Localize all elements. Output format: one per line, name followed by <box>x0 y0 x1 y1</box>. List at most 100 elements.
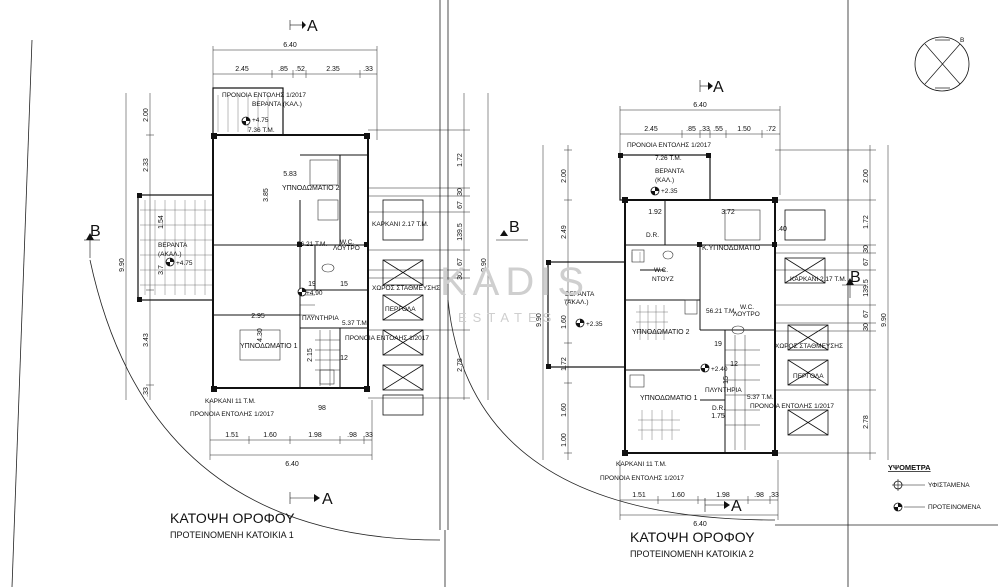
p1-right-total: 9.90 <box>481 258 488 272</box>
p1-bottom-dim: 1.51 <box>225 432 239 439</box>
veranda-hatch-2 <box>631 252 680 440</box>
p2-top-dim: 1.50 <box>737 126 751 133</box>
p2-bottom-dim: .98 <box>754 492 764 499</box>
p2-top-dim: .55 <box>713 126 723 133</box>
p1-bottom-dim: .98 <box>347 432 357 439</box>
p2-bottom-dim: 1.98 <box>716 492 730 499</box>
p2-veranda-top: ΒΕΡΑΝΤΑ <box>655 168 685 175</box>
p2-bottom-dim: 1.51 <box>632 492 646 499</box>
p2-veranda-top-sub: (ΚΑΛ.) <box>655 177 674 184</box>
p2-dr-2: D.R. <box>712 405 725 412</box>
p2-top-total: 6.40 <box>693 102 707 109</box>
p2-provision-mid: ΠΡΟΝΟΙΑ ΕΝΤΟΛΗΣ 1/2017 <box>750 403 834 410</box>
compass: B <box>914 36 970 92</box>
p1-top-dim: .33 <box>363 66 373 73</box>
p2-karkani-right: ΚΑΡΚΑΝΙ 2.17 Τ.Μ. <box>790 276 847 283</box>
p2-laundry: ΠΛΥΝΤΗΡΙΑ <box>705 387 742 394</box>
p1-level-mid: +4.90 <box>306 290 323 297</box>
p1-section-a-bottom-label: A <box>322 491 333 508</box>
p1-right-dim: 67 <box>457 201 464 209</box>
level-markers <box>165 116 307 297</box>
p1-section-marker-a-bottom: A <box>289 491 333 508</box>
p1-top-dim: .85 <box>278 66 288 73</box>
p2-area-laundry: 5.37 Τ.Μ. <box>747 394 774 401</box>
p2-bottom-dim: .33 <box>769 492 779 499</box>
p1-provision-top: ΠΡΟΝΟΙΑ ΕΝΤΟΛΗΣ 1/2017 <box>222 92 306 99</box>
p2-provision-bottom: ΠΡΟΝΟΙΑ ΕΝΤΟΛΗΣ 1/2017 <box>600 475 684 482</box>
p2-right-dim: 30 <box>863 323 870 331</box>
p1-right-dim: 67 <box>457 258 464 266</box>
p1-top-dim: .52 <box>295 66 305 73</box>
watermark-sub: ESTATES <box>458 310 557 325</box>
p2-bathroom: ΛΟΥΤΡΟ <box>733 311 760 318</box>
p1-bottom-dim: 1.98 <box>308 432 322 439</box>
p1-right-dim: 2.78 <box>457 358 464 372</box>
p2-title: ΚΑΤΟΨΗ ΟΡΟΦΟΥ <box>630 529 755 545</box>
p1-inner-dim: 4.30 <box>257 328 264 342</box>
p2-right-dim: 2.78 <box>863 415 870 429</box>
p2-bottom-total: 6.40 <box>693 521 707 528</box>
p1-inner-dim: 2.95 <box>251 313 265 320</box>
p2-left-dim: 1.60 <box>561 315 568 329</box>
p2-left-dim: 1.00 <box>561 433 568 447</box>
p2-section-marker-b: B <box>842 269 866 298</box>
p1-inner-dim: 15 <box>340 281 348 288</box>
p1-inner-dim: 12 <box>340 355 348 362</box>
p1-right-dim: 30 <box>457 272 464 280</box>
p1-provision-bottom: ΠΡΟΝΟΙΑ ΕΝΤΟΛΗΣ 1/2017 <box>190 411 274 418</box>
p1-top-dim: 2.45 <box>235 66 249 73</box>
p1-level-top: +4.75 <box>252 117 269 124</box>
p2-provision-top: ΠΡΟΝΟΙΑ ΕΝΤΟΛΗΣ 1/2017 <box>627 142 711 149</box>
p1-parking: ΧΩΡΟΣ ΣΤΑΘΜΕΥΣΗΣ <box>372 285 440 292</box>
p2-dr-1: D.R. <box>646 232 659 239</box>
p1-veranda-top: ΒΕΡΑΝΤΑ (ΚΑΛ.) <box>252 101 302 108</box>
p1-section-marker-b: B <box>84 223 101 258</box>
compass-north-label: B <box>960 37 964 44</box>
p2-inner-dim: 3.72 <box>721 209 735 216</box>
p1-inner-dim: 98 <box>318 405 326 412</box>
p1-bottom-dim: .33 <box>363 432 373 439</box>
p2-section-marker-a-top: A <box>699 79 724 96</box>
p2-right-dim: 30 <box>863 245 870 253</box>
p1-top-dim: 2.35 <box>326 66 340 73</box>
p2-shower: ΝΤΟΥΖ <box>652 276 674 283</box>
p2-area-top: 7.26 Τ.Μ. <box>655 155 682 162</box>
p2-bottom-dim: 1.60 <box>671 492 685 499</box>
p1-left-dim: .33 <box>143 387 150 397</box>
p1-area-top: 7.36 Τ.Μ. <box>248 127 275 134</box>
p1-inner-dim: 19 <box>308 281 316 288</box>
p1-level-left: +4.75 <box>176 260 193 267</box>
p1-section-marker-b-right: B <box>496 219 528 241</box>
p2-inner-dim: 1.92 <box>648 209 662 216</box>
p1-section-b-right-label: B <box>509 219 520 236</box>
p1-left-dim: 2.33 <box>143 158 150 172</box>
level-markers-2 <box>575 186 710 373</box>
p2-area-mid: 56.21 Τ.Μ. <box>706 308 736 315</box>
p2-inner-dim: 1.75 <box>711 413 725 420</box>
watermark-brand: KADIS <box>440 260 590 304</box>
p2-veranda-left-sub: (ΑΚΑΛ.) <box>565 299 588 306</box>
plan-1: 6.40 2.45 .85 .52 2.35 .33 1.51 1.60 1.9… <box>84 18 528 540</box>
p1-wc: W.C. <box>340 239 354 246</box>
p1-right-dim: 139.5 <box>457 223 464 241</box>
p2-karkani-bottom: ΚΑΡΚΑΝΙ 11 Τ.Μ. <box>616 461 667 468</box>
plan-2: 6.40 2.45 .85 .33 .55 1.50 .72 1.51 1.60… <box>536 79 889 559</box>
p2-inner-dim: .40 <box>777 226 787 233</box>
p1-bathroom: ΛΟΥΤΡΟ <box>333 245 360 252</box>
p1-karkani-right: ΚΑΡΚΑΝΙ 2.17 Τ.Μ. <box>372 221 429 228</box>
p1-laundry: ΠΛΥΝΤΗΡΙΑ <box>302 315 339 322</box>
p2-left-dim: 2.49 <box>561 225 568 239</box>
p2-veranda-left: ΒΕΡΑΝΤΑ <box>565 291 595 298</box>
p1-veranda-left: ΒΕΡΑΝΤΑ <box>158 242 188 249</box>
legend-existing: ΥΦΙΣΤΑΜΕΝΑ <box>928 482 970 489</box>
p1-subtitle: ΠΡΟΤΕΙΝΟΜΕΝΗ ΚΑΤΟΙΚΙΑ 1 <box>170 530 294 540</box>
p1-karkani-bottom: ΚΑΡΚΑΝΙ 11 Τ.Μ. <box>205 398 256 405</box>
p1-left-dim: 2.00 <box>143 108 150 122</box>
p2-left-dim: 2.00 <box>561 169 568 183</box>
p2-right-dim: 2.00 <box>863 169 870 183</box>
p2-parking: ΧΩΡΟΣ ΣΤΑΘΜΕΥΣΗΣ <box>775 343 843 350</box>
p2-top-dim: .85 <box>686 126 696 133</box>
p2-right-total: 9.90 <box>881 313 888 327</box>
p1-right-dim: 1.72 <box>457 153 464 167</box>
